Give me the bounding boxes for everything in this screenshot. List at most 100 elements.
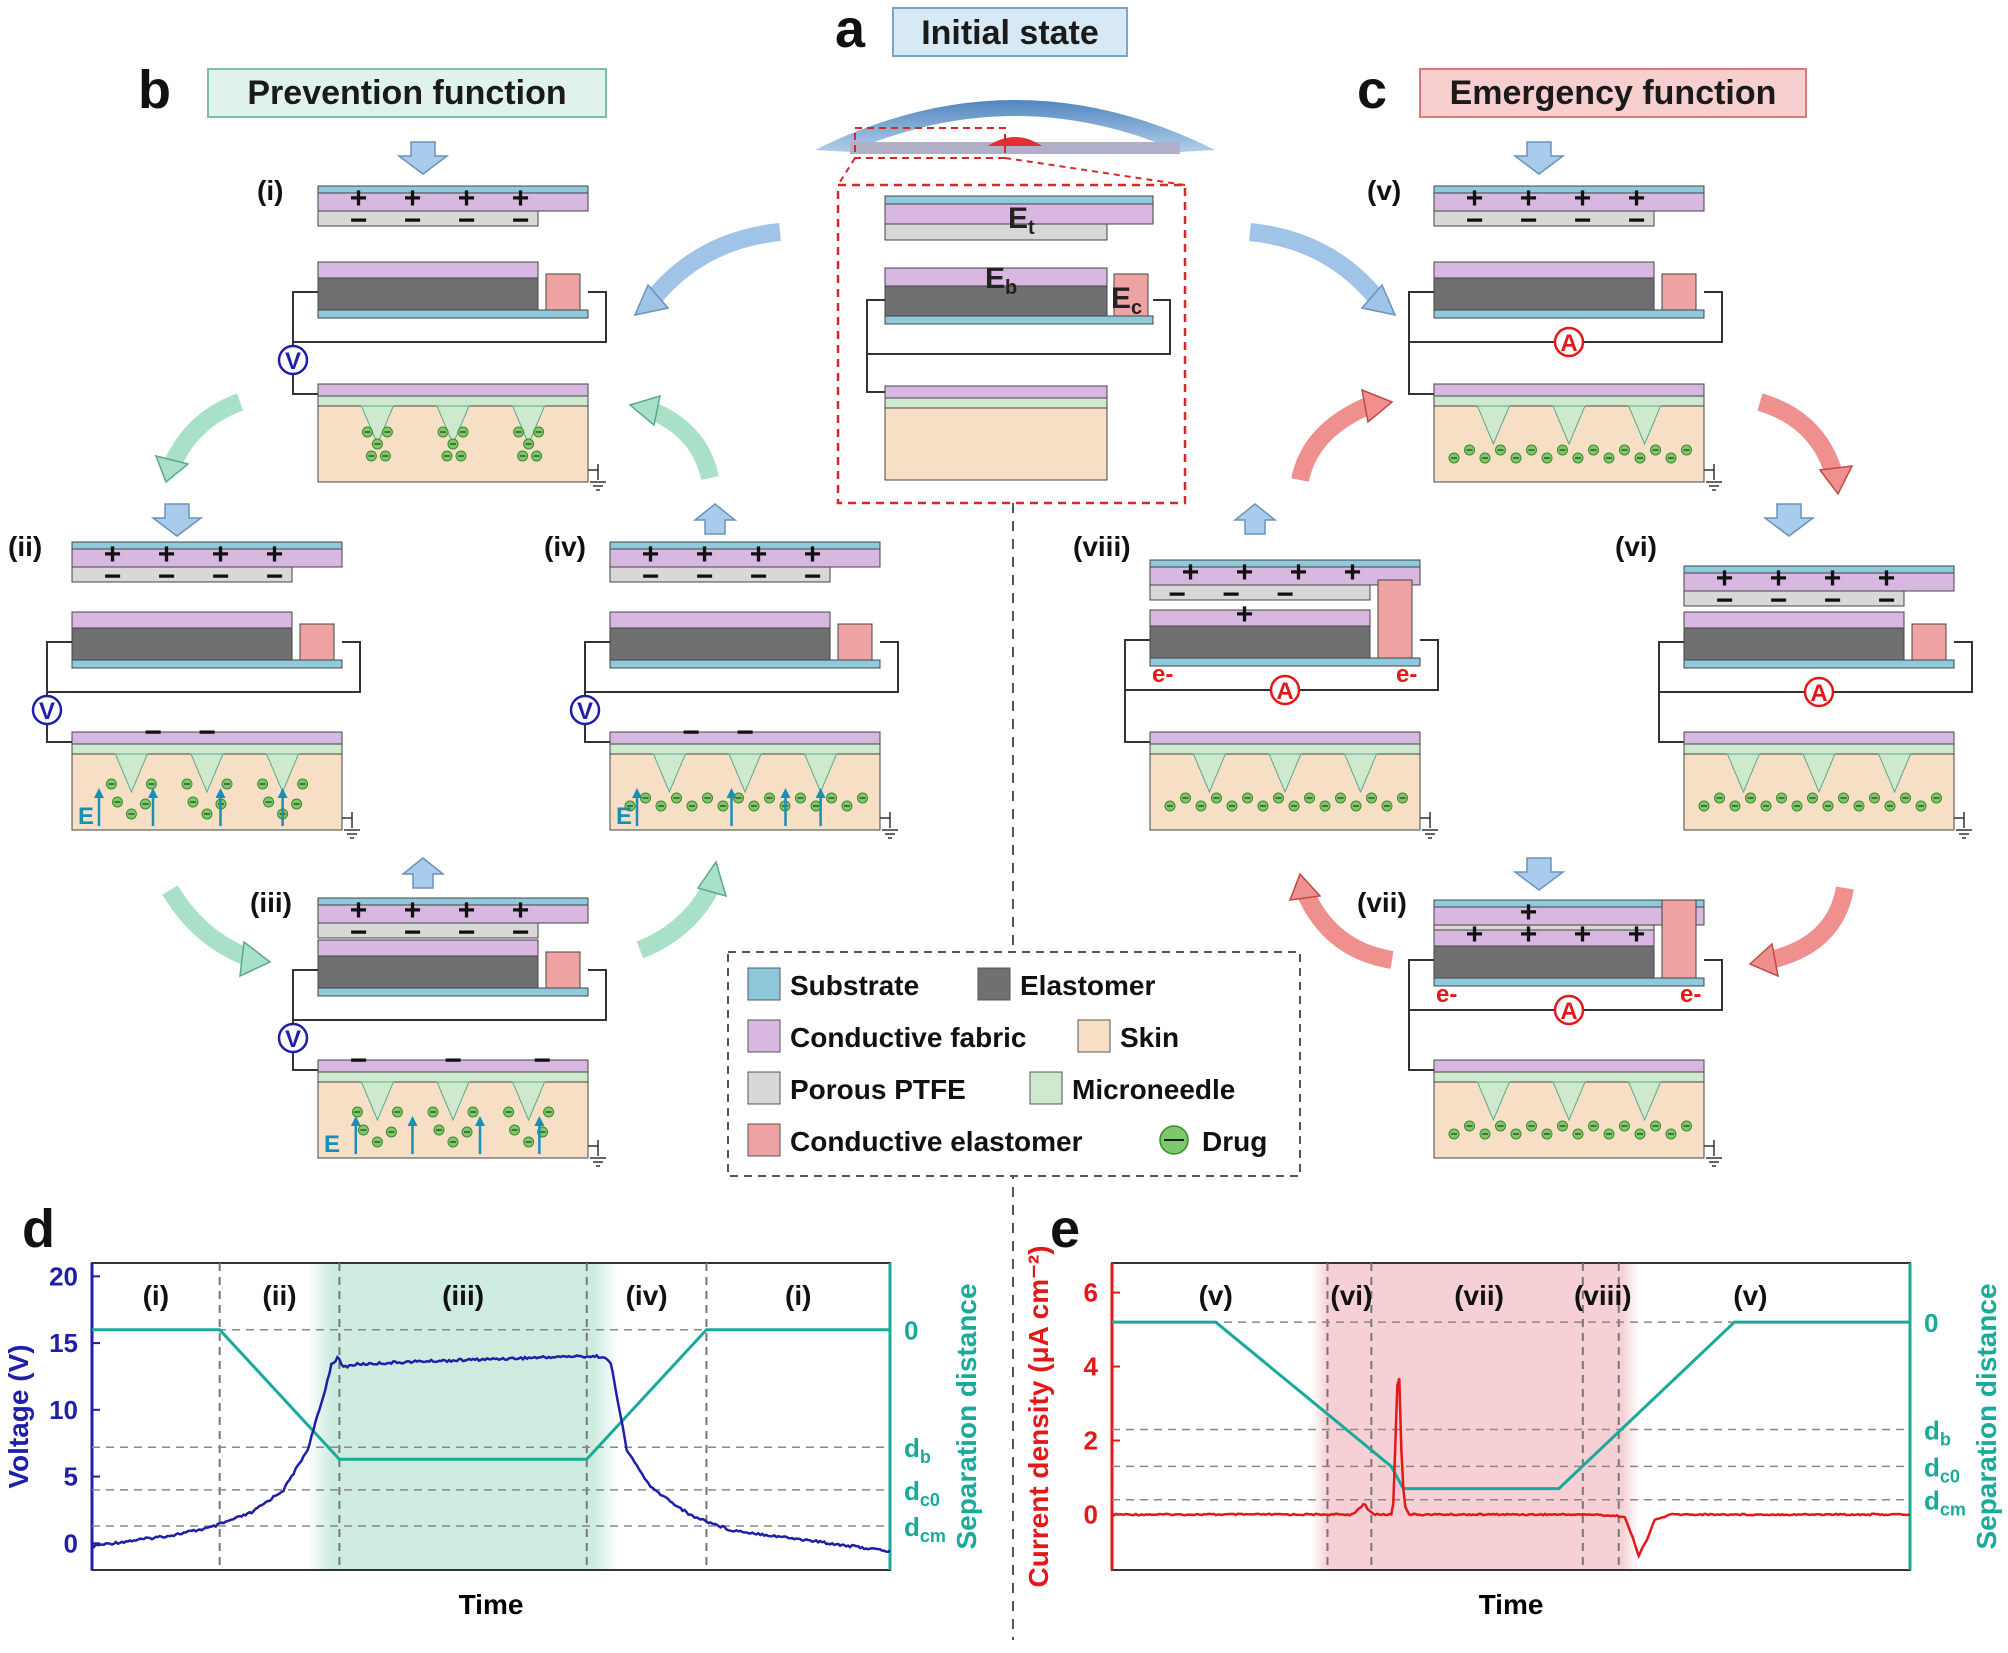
plus-charge: + xyxy=(350,894,368,927)
right-tick-main: 0 xyxy=(904,1316,918,1346)
right-tick-sub: c0 xyxy=(920,1490,940,1510)
bottom-fabric xyxy=(1149,609,1371,627)
field-arrow-head xyxy=(632,788,642,798)
bottom-substrate xyxy=(1433,309,1705,319)
field-arrow-head xyxy=(94,788,104,798)
voltmeter-label: V xyxy=(577,698,593,725)
legend-label: Skin xyxy=(1120,1022,1179,1053)
x-axis-title: Time xyxy=(1479,1589,1544,1620)
right-tick-main: d xyxy=(904,1476,920,1506)
plus-charge: + xyxy=(1344,556,1362,589)
plus-charge: + xyxy=(1520,896,1538,929)
right-tick-label: dcm xyxy=(1924,1486,1966,1520)
bottom-elastomer xyxy=(317,955,539,989)
plus-charge: + xyxy=(696,538,714,571)
plus-charge: + xyxy=(458,894,476,927)
electron-label-right: e- xyxy=(1680,981,1701,1008)
minus-charge: − xyxy=(1574,204,1592,237)
circuit-wire xyxy=(1658,692,1684,743)
ammeter-icon xyxy=(1803,676,1835,708)
right-tick-sub: b xyxy=(920,1447,931,1467)
plus-charge: + xyxy=(1574,182,1592,215)
right-tick-label: dc0 xyxy=(1924,1452,1960,1486)
minus-charge: − xyxy=(104,560,122,593)
microneedle-base xyxy=(317,395,589,407)
plus-charge: + xyxy=(158,538,176,571)
minus-charge: − xyxy=(458,204,476,237)
skin-minus-charge: − xyxy=(736,716,754,749)
phase-label: (viii) xyxy=(1574,1280,1632,1311)
bottom-fabric xyxy=(609,611,831,629)
device-vii: (vii)+−−−−++++Ae-e- xyxy=(1357,857,1723,1167)
device-v: (v)++++−−−−A xyxy=(1367,141,1723,491)
right-tick-main: d xyxy=(1924,1415,1940,1445)
minus-charge: − xyxy=(1770,584,1788,617)
title-box-a xyxy=(892,7,1128,57)
microneedle xyxy=(360,1081,395,1122)
panel-letter-e: e xyxy=(1050,1199,1080,1259)
main-series-line xyxy=(91,1353,891,1553)
field-arrow-head xyxy=(407,1116,418,1126)
field-arrow-head xyxy=(815,788,826,798)
field-arrow-head xyxy=(215,788,226,798)
right-tick-sub: c0 xyxy=(1940,1466,1960,1486)
skin-minus-charge: − xyxy=(533,1044,551,1077)
stage-label-iii: (iii) xyxy=(250,887,292,918)
field-arrow-head xyxy=(780,788,791,798)
right-axis-title: Separation distance xyxy=(951,1283,982,1549)
microneedle xyxy=(1627,1081,1662,1122)
plus-charge: + xyxy=(404,182,422,215)
electron-label-left: e- xyxy=(1152,661,1173,688)
y-axis-title: Current density (μA cm⁻²) xyxy=(1023,1245,1054,1587)
chart-e: 02460dbdc0dcm(v)(vi)(vii)(viii)(v)TimeCu… xyxy=(1023,1245,2002,1620)
press-arrow-icon xyxy=(1762,503,1816,537)
plus-charge: + xyxy=(1236,598,1254,631)
legend-label: Microneedle xyxy=(1072,1074,1235,1105)
microneedle xyxy=(728,753,762,794)
plus-charge: + xyxy=(266,538,284,571)
right-axis-title: Separation distance xyxy=(1971,1283,2002,1549)
top-ptfe xyxy=(1433,210,1655,227)
ammeter-label: A xyxy=(1560,998,1577,1025)
voltmeter-label: V xyxy=(39,698,55,725)
press-arrow-icon xyxy=(150,503,204,537)
skin-minus-charge: − xyxy=(198,716,216,749)
conductive-elastomer xyxy=(1377,579,1413,659)
panel-letter-b: b xyxy=(138,60,171,120)
legend-label: Substrate xyxy=(790,970,919,1001)
electron-label-right: e- xyxy=(1396,661,1417,688)
bottom-substrate xyxy=(71,659,343,669)
bottom-substrate xyxy=(1433,977,1705,987)
minus-charge: − xyxy=(642,560,660,593)
minus-charge: − xyxy=(212,560,230,593)
label-Et: Et xyxy=(1008,202,1035,239)
right-tick-sub: cm xyxy=(920,1526,946,1546)
voltmeter-icon xyxy=(277,344,309,376)
field-label: E xyxy=(324,1131,340,1158)
bottom-fabric xyxy=(317,939,539,957)
legend-label: Elastomer xyxy=(1020,970,1155,1001)
phase-label: (v) xyxy=(1733,1280,1767,1311)
bottom-elastomer xyxy=(1149,625,1371,659)
circuit-wire xyxy=(292,291,607,343)
panel-letter-a: a xyxy=(835,0,866,59)
plus-charge: + xyxy=(350,182,368,215)
label-Ec: Ec xyxy=(1111,282,1142,319)
stage-label-iv: (iv) xyxy=(544,531,586,562)
plus-charge: + xyxy=(642,538,660,571)
bottom-elastomer xyxy=(1433,945,1655,979)
patch-fabric xyxy=(1149,731,1421,745)
microneedle xyxy=(1476,405,1511,446)
voltmeter-label: V xyxy=(285,1026,301,1053)
skin-minus-charge: − xyxy=(682,716,700,749)
y-tick-label: 10 xyxy=(49,1395,78,1425)
microneedle-base xyxy=(1433,395,1705,407)
circuit-wire xyxy=(584,641,899,693)
bottom-substrate xyxy=(609,659,881,669)
plus-charge: + xyxy=(804,538,822,571)
right-tick-sub: b xyxy=(1940,1429,1951,1449)
legend-swatch xyxy=(1077,1019,1111,1053)
microneedle xyxy=(652,753,687,794)
device-iii: (iii)++++−−−−VE−−− xyxy=(250,857,607,1167)
